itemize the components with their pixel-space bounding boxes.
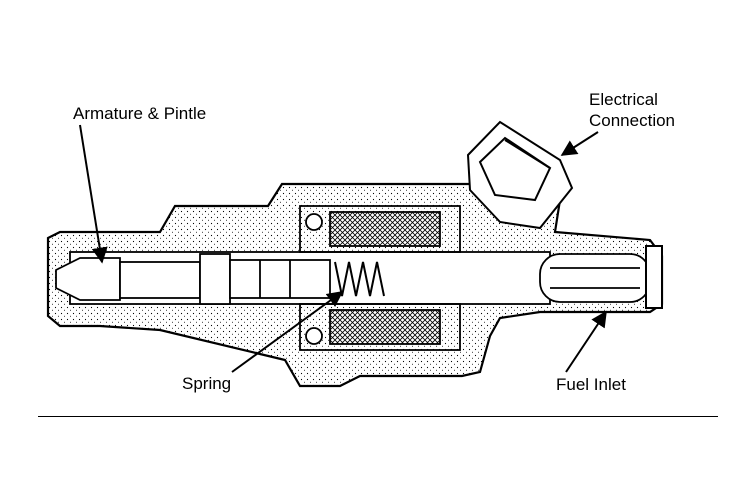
fuel-inlet-label: Fuel Inlet — [556, 375, 626, 394]
armature-pintle-part — [55, 253, 331, 305]
spring-label: Spring — [182, 374, 232, 393]
spring-leader — [231, 291, 344, 373]
electrical-connection-label: Electrical Connection — [589, 89, 675, 131]
leader-lines — [79, 124, 607, 373]
electrical-leader — [560, 131, 599, 156]
fuel-inlet-leader — [565, 310, 607, 373]
armature-pintle-label: Armature & Pintle — [73, 104, 207, 123]
armature-leader — [79, 124, 108, 264]
bottom-divider — [38, 416, 718, 417]
spring-part — [334, 261, 385, 297]
electrical-connector — [466, 120, 574, 230]
electrical-label-line1: Electrical — [589, 90, 658, 109]
solenoid-coil — [299, 205, 461, 351]
fuel-inlet-end — [645, 245, 663, 309]
electrical-label-line2: Connection — [589, 111, 676, 130]
